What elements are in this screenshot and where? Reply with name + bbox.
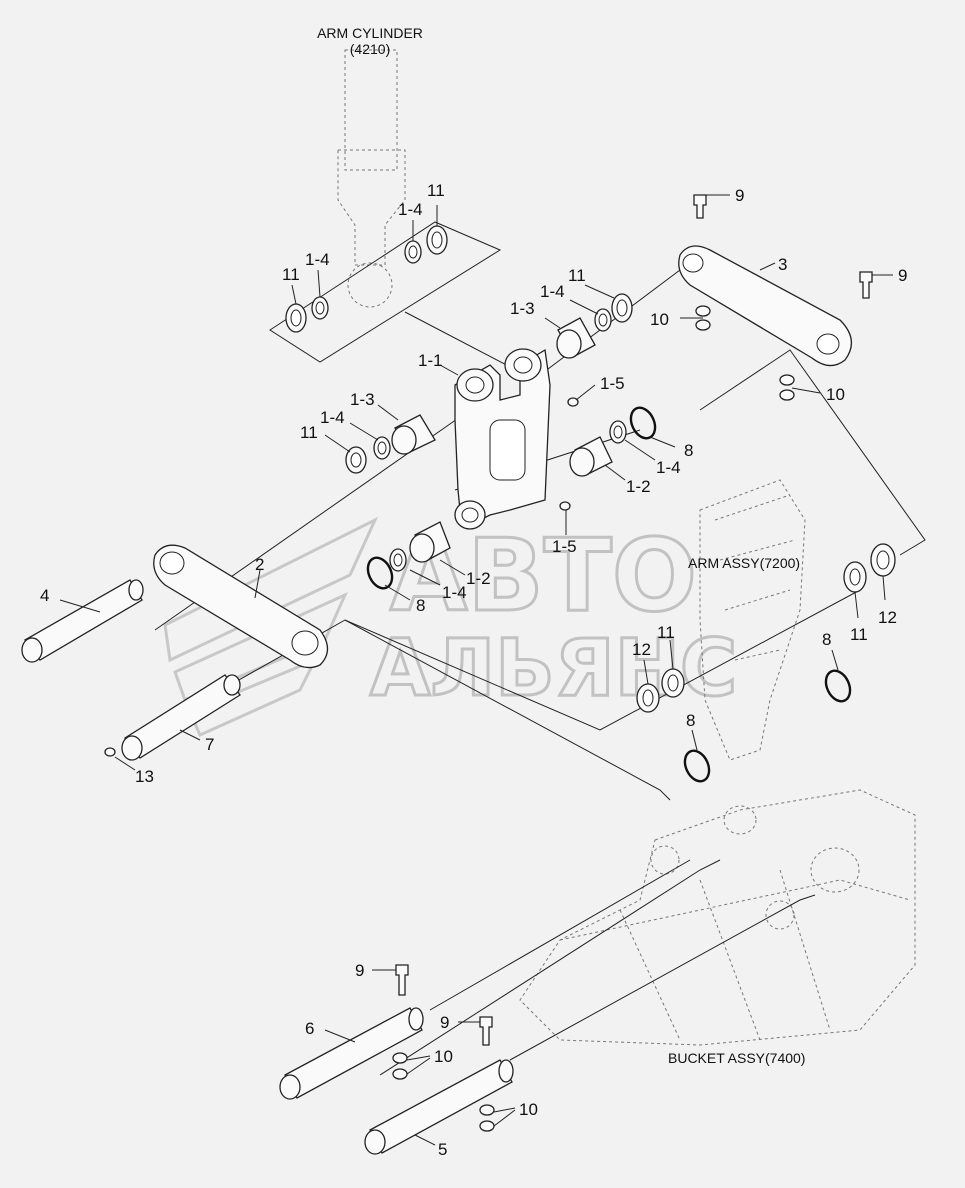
label-3: 3 xyxy=(778,255,787,274)
label-4: 4 xyxy=(40,586,49,605)
label-1-5-bottom: 1-5 xyxy=(552,537,577,556)
label-1-3-left: 1-3 xyxy=(350,390,375,409)
label-9-bottom-mid: 9 xyxy=(440,1013,449,1032)
link-part-2[interactable] xyxy=(153,544,329,669)
label-1-1: 1-1 xyxy=(418,351,443,370)
washer-parts[interactable] xyxy=(285,225,896,713)
label-11-cyl-left: 11 xyxy=(282,265,300,284)
label-8-center: 8 xyxy=(686,711,695,730)
label-1-4-cyl-top: 1-4 xyxy=(398,200,423,219)
arm-cylinder-ghost xyxy=(337,49,406,308)
label-1-4-low: 1-4 xyxy=(442,583,467,602)
caption-arm-cylinder-code: (4210) xyxy=(350,41,390,57)
label-8-mid: 8 xyxy=(684,441,693,460)
part-labels: 9 9 3 11 1-4 11 1-4 11 1-4 1-3 10 10 1-1… xyxy=(40,181,907,1159)
caption-bucket-assy: BUCKET ASSY(7400) xyxy=(668,1050,805,1066)
label-1-4-cyl-left: 1-4 xyxy=(305,250,330,269)
label-1-2-right: 1-2 xyxy=(626,477,651,496)
link-part-3[interactable] xyxy=(678,245,852,367)
bushing-parts[interactable] xyxy=(391,317,613,563)
label-6: 6 xyxy=(305,1019,314,1038)
o-ring-parts[interactable] xyxy=(363,404,854,785)
label-11-mid: 11 xyxy=(568,266,586,285)
label-1-3-mid: 1-3 xyxy=(510,299,535,318)
label-13: 13 xyxy=(135,767,154,786)
label-11-right: 11 xyxy=(850,625,868,644)
label-12-right: 12 xyxy=(878,608,897,627)
arm-assy-ghost xyxy=(699,479,806,761)
label-1-4-mid: 1-4 xyxy=(540,282,565,301)
label-11-left: 11 xyxy=(300,423,318,442)
caption-arm-assy: ARM ASSY(7200) xyxy=(688,555,800,571)
label-7: 7 xyxy=(205,735,214,754)
bolt-nut-parts[interactable] xyxy=(104,194,873,1132)
label-2: 2 xyxy=(255,555,264,574)
label-8-right: 8 xyxy=(822,630,831,649)
label-11-center: 11 xyxy=(657,623,675,642)
label-9-bottom-left: 9 xyxy=(355,961,364,980)
label-1-4-left: 1-4 xyxy=(320,408,345,427)
caption-arm-cylinder: ARM CYLINDER xyxy=(317,25,423,41)
label-leaders xyxy=(59,194,893,1146)
label-1-5-top: 1-5 xyxy=(600,374,625,393)
label-10-right: 10 xyxy=(826,385,845,404)
bucket-assy-ghost xyxy=(519,789,916,1046)
label-11-cyl-top: 11 xyxy=(427,181,445,200)
label-1-2-low: 1-2 xyxy=(466,569,491,588)
label-12-center: 12 xyxy=(632,640,651,659)
label-10-bottom-mid: 10 xyxy=(519,1100,538,1119)
label-5: 5 xyxy=(438,1140,447,1159)
label-9-right: 9 xyxy=(898,266,907,285)
label-8-low: 8 xyxy=(416,596,425,615)
label-10-bottom-left: 10 xyxy=(434,1047,453,1066)
label-1-4-right: 1-4 xyxy=(656,458,681,477)
watermark-line2: АЛЬЯНС xyxy=(370,624,737,714)
pin-part-5[interactable] xyxy=(364,1059,514,1155)
pin-part-7[interactable] xyxy=(121,674,241,761)
label-9-top: 9 xyxy=(735,186,744,205)
label-10-mid: 10 xyxy=(650,310,669,329)
link-body-part-1-1[interactable] xyxy=(454,348,551,530)
pin-part-6[interactable] xyxy=(279,1007,424,1100)
pin-part-4[interactable] xyxy=(21,579,144,663)
